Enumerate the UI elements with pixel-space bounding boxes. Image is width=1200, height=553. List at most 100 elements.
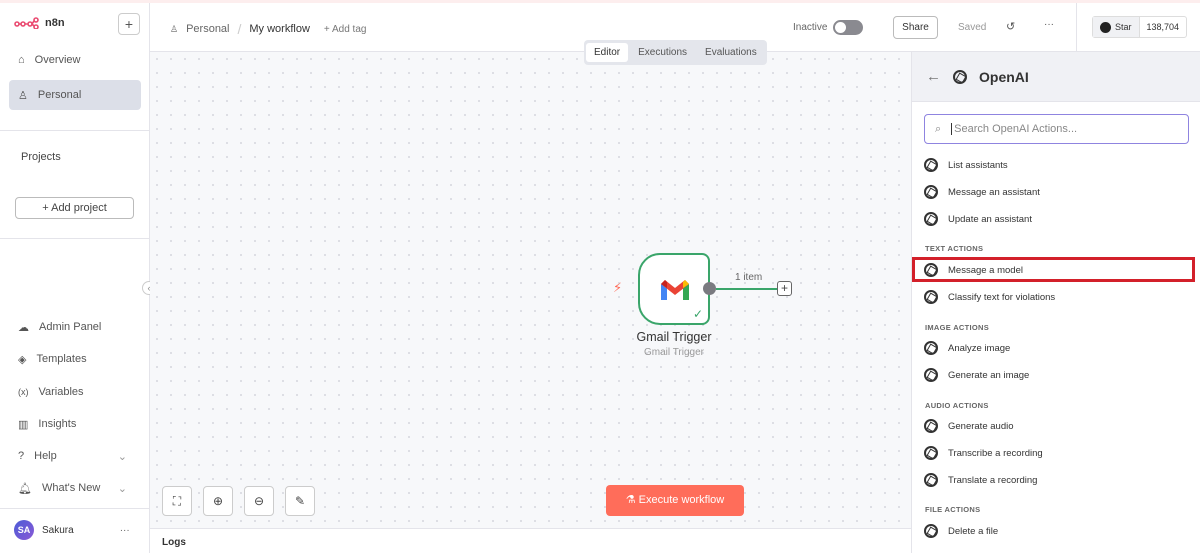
sidebar-item-label: Variables: [38, 386, 84, 398]
action-item[interactable]: Analyze image: [924, 338, 1010, 358]
openai-icon: [924, 212, 938, 226]
node-title: Gmail Trigger: [636, 330, 712, 344]
add-tag-button[interactable]: + Add tag: [323, 23, 367, 35]
sidebar-item-label: Insights: [38, 418, 77, 430]
panel-header: ← OpenAI: [912, 52, 1200, 102]
create-button[interactable]: +: [118, 13, 140, 35]
user-icon: ♙: [18, 89, 28, 102]
bell-icon: 🔔︎: [18, 482, 32, 495]
sidebar-item-label: Personal: [37, 89, 82, 101]
more-options-button[interactable]: ···: [1044, 19, 1054, 30]
action-label: Translate a recording: [948, 474, 1038, 486]
divider: [0, 130, 149, 131]
action-label: List assistants: [948, 159, 1008, 171]
sidebar-item-overview[interactable]: ⌂Overview: [9, 45, 141, 75]
add-node-button[interactable]: +: [777, 281, 792, 296]
openai-icon: [924, 158, 938, 172]
flask-icon: ⚗︎: [625, 494, 639, 506]
sidebar-item-variables[interactable]: (x) Variables: [9, 377, 141, 407]
action-item[interactable]: Transcribe a recording: [924, 443, 1043, 463]
openai-icon: [924, 473, 938, 487]
workflow-canvas[interactable]: [150, 52, 911, 528]
tab-evaluations[interactable]: Evaluations: [705, 47, 757, 58]
action-label: Analyze image: [948, 342, 1011, 354]
search-actions-field[interactable]: ⌕: [924, 114, 1189, 144]
history-icon[interactable]: ↺: [1006, 21, 1016, 33]
openai-icon: [924, 185, 938, 199]
highlight-box: [912, 257, 1195, 282]
logs-panel[interactable]: Logs: [150, 528, 911, 553]
add-project-button[interactable]: + Add project: [15, 197, 134, 219]
action-item[interactable]: Message an assistant: [924, 182, 1040, 202]
avatar: SA: [14, 520, 34, 540]
panel-title: OpenAI: [979, 68, 1029, 85]
section-heading: IMAGE ACTIONS: [925, 323, 990, 332]
tab-executions[interactable]: Executions: [638, 47, 688, 58]
back-arrow-icon[interactable]: ←: [926, 68, 941, 85]
gmail-trigger-node[interactable]: ✓: [638, 253, 710, 325]
action-item[interactable]: Generate an image: [924, 365, 1029, 385]
openai-icon: [924, 368, 938, 382]
sidebar-item-insights[interactable]: ▥Insights: [9, 409, 141, 439]
search-input[interactable]: [951, 123, 1172, 135]
openai-icon: [924, 341, 938, 355]
app-name: n8n: [45, 17, 65, 29]
sidebar: n8n + ⌂Overview ♙Personal Projects + Add…: [0, 3, 156, 553]
tidy-up-button[interactable]: ✎: [285, 486, 315, 516]
tab-editor[interactable]: Editor: [586, 43, 629, 62]
sidebar-item-label: Templates: [36, 353, 87, 365]
home-icon: ⌂: [18, 54, 25, 66]
divider: [0, 238, 149, 239]
action-label: Delete a file: [948, 525, 999, 537]
section-heading: TEXT ACTIONS: [925, 244, 984, 253]
chevron-down-icon: ⌄: [117, 450, 127, 463]
cloud-icon: ☁: [18, 321, 29, 334]
action-item[interactable]: List assistants: [924, 155, 1008, 175]
fit-view-button[interactable]: ⛶: [162, 486, 192, 516]
execute-label: Execute workflow: [638, 494, 725, 506]
sidebar-item-templates[interactable]: ◈ Templates: [9, 344, 141, 374]
node-creator-panel: ← OpenAI ⌕ List assistants Message an as…: [911, 52, 1200, 553]
more-icon[interactable]: ···: [119, 524, 130, 536]
output-handle[interactable]: [703, 282, 716, 295]
action-label: Transcribe a recording: [948, 447, 1043, 459]
zoom-out-button[interactable]: ⊖: [244, 486, 274, 516]
n8n-logo[interactable]: n8n: [14, 17, 65, 29]
sidebar-item-label: Admin Panel: [39, 321, 102, 333]
divider: [0, 508, 149, 509]
action-item[interactable]: Classify text for violations: [924, 287, 1055, 307]
sidebar-item-personal[interactable]: ♙ Personal: [9, 80, 141, 110]
openai-icon: [924, 419, 938, 433]
star-count: 138,704: [1146, 22, 1180, 32]
action-label: Generate an image: [948, 369, 1030, 381]
action-item[interactable]: Translate a recording: [924, 470, 1037, 490]
trigger-bolt-icon: ⚡︎: [613, 280, 623, 295]
openai-icon: [924, 290, 938, 304]
success-check-icon: ✓: [692, 307, 703, 321]
breadcrumb-project[interactable]: Personal: [186, 23, 230, 35]
connection-line: [716, 288, 777, 290]
action-item-message-a-model[interactable]: Message a model: [924, 260, 1023, 280]
section-heading: FILE ACTIONS: [925, 505, 981, 514]
active-toggle[interactable]: [833, 20, 864, 35]
section-heading: AUDIO ACTIONS: [925, 401, 989, 410]
action-item[interactable]: Delete a file: [924, 521, 998, 541]
zoom-in-button[interactable]: ⊕: [203, 486, 233, 516]
action-item[interactable]: Update an assistant: [924, 209, 1032, 229]
github-star-button[interactable]: Star 138,704: [1092, 16, 1188, 38]
divider: [1076, 3, 1077, 52]
sidebar-item-help[interactable]: ?Help⌄: [9, 441, 141, 471]
share-button[interactable]: Share: [893, 16, 938, 39]
active-status-label: Inactive: [793, 22, 828, 33]
variables-icon: (x): [18, 387, 29, 397]
templates-icon: ◈: [18, 353, 27, 366]
action-label: Generate audio: [948, 420, 1014, 432]
sidebar-item-whats-new[interactable]: 🔔︎What's New⌄: [9, 473, 141, 503]
sidebar-item-admin-panel[interactable]: ☁ Admin Panel: [9, 312, 141, 342]
action-item[interactable]: Generate audio: [924, 416, 1014, 436]
user-icon: ♙: [170, 23, 179, 34]
breadcrumb-separator: /: [237, 21, 242, 37]
workflow-name[interactable]: My workflow: [249, 23, 310, 35]
execute-workflow-button[interactable]: ⚗︎ Execute workflow: [606, 485, 744, 516]
